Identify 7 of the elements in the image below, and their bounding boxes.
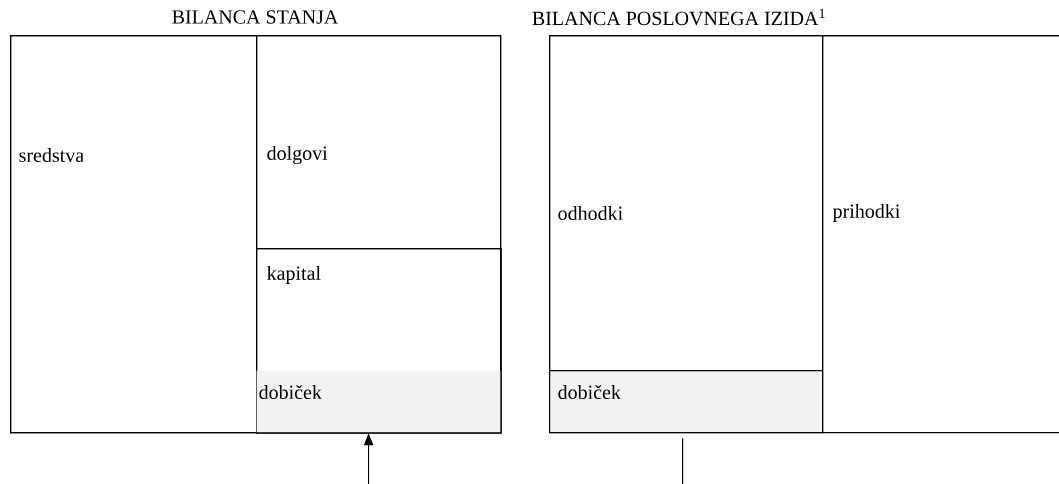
- cell: dolgovi: [256, 35, 502, 250]
- node-label: BILANCA STANJA: [172, 10, 339, 24]
- cell: prihodki: [822, 35, 1059, 434]
- cell: sredstva: [10, 35, 258, 434]
- shaded-cell: dobiček: [256, 370, 501, 433]
- node-label: BILANCA POSLOVNEGA IZIDA$^{1}$: [532, 8, 825, 26]
- shaded-cell: dobiček: [549, 369, 824, 434]
